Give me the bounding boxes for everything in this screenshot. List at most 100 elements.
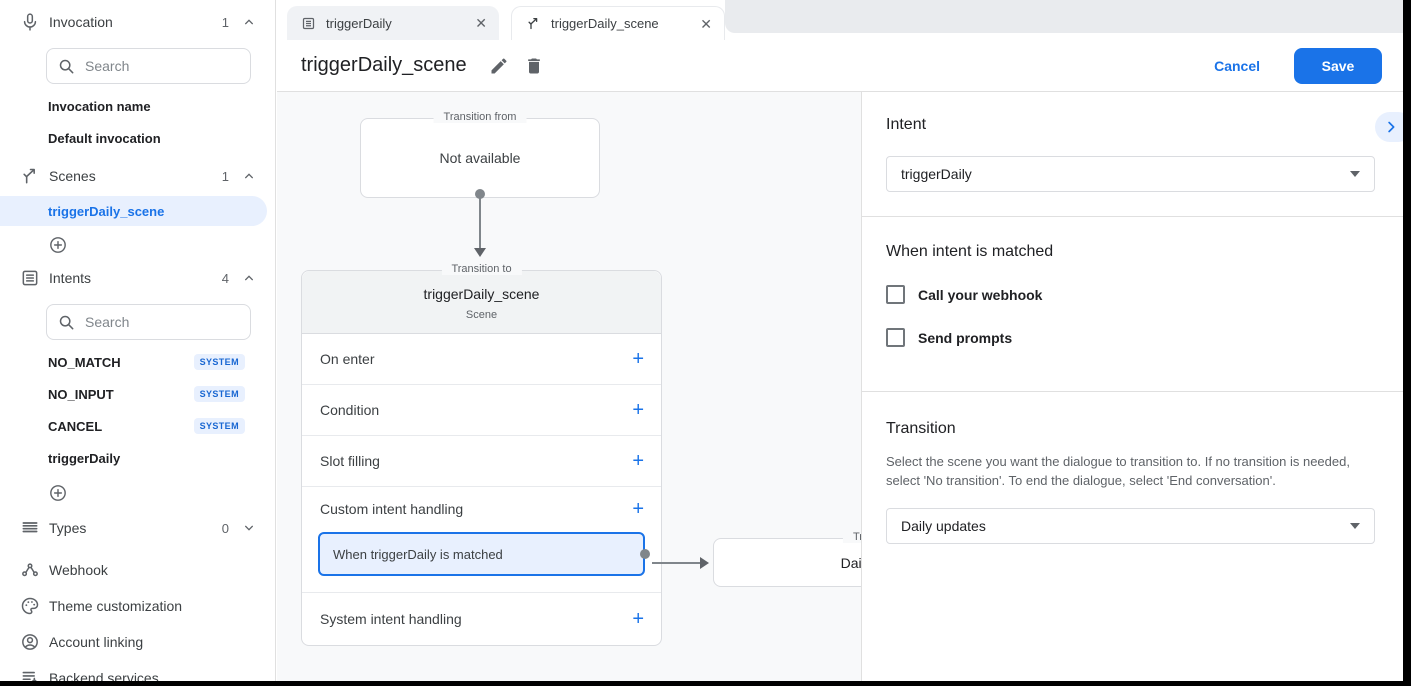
add-slot-filling-button[interactable]: + [632,450,644,472]
node-label: When triggerDaily is matched [333,546,503,562]
add-system-intent-button[interactable]: + [632,608,644,630]
send-prompts-option[interactable]: Send prompts [886,328,1375,347]
section-count: 1 [221,168,229,184]
transition-select[interactable]: Daily updates [886,508,1375,544]
chevron-up-icon[interactable] [241,270,257,286]
close-icon[interactable]: ✕ [700,15,712,32]
matched-heading: When intent is matched [886,243,1054,260]
transition-heading: Transition [886,420,956,437]
scene-card-title: triggerDaily_scene [423,286,540,302]
save-button[interactable]: Save [1294,47,1382,84]
scene-node-card: Transition to triggerDaily_scene Scene O… [301,263,662,646]
microphone-icon [20,12,40,32]
checkbox-label: Call your webhook [918,286,1043,303]
transition-target-box[interactable]: Transition to Daily updates [713,531,861,587]
tool-label: Theme customization [49,598,183,614]
sidebar-section-scenes[interactable]: Scenes 1 [0,162,275,190]
transition-from-value: Not available [439,150,521,166]
sidebar-item-webhook[interactable]: Webhook [0,552,275,588]
tab-label: triggerDaily_scene [551,16,659,31]
scene-fork-icon [526,16,541,31]
tab-triggerdaily[interactable]: triggerDaily ✕ [287,6,499,40]
sidebar-item-cancel-intent[interactable]: CANCEL SYSTEM [0,410,275,442]
scene-row-slot-filling[interactable]: Slot filling + [302,436,661,487]
custom-intent-row[interactable]: Custom intent handling + [302,487,661,531]
intent-heading: Intent [886,116,927,133]
intent-select-value: triggerDaily [901,166,972,182]
scene-row-on-enter[interactable]: On enter + [302,334,661,385]
search-input[interactable] [46,48,251,84]
section-count: 4 [221,270,229,286]
intent-handler-node-selected[interactable]: When triggerDaily is matched [318,532,650,576]
delete-trash-icon[interactable] [524,56,544,76]
sidebar-item-no-input[interactable]: NO_INPUT SYSTEM [0,378,275,410]
types-lines-icon [20,518,40,538]
section-label: Scenes [49,168,96,184]
transition-target-legend: Transition to [842,531,861,543]
checkbox-unchecked[interactable] [886,328,905,347]
row-label: Custom intent handling [320,501,464,517]
edit-pencil-icon[interactable] [489,56,509,76]
sidebar-item-invocation-name[interactable]: Invocation name [0,90,275,122]
tab-strip: triggerDaily ✕ triggerDaily_scene ✕ [277,0,1403,40]
close-icon[interactable]: ✕ [475,15,487,31]
scene-card-header[interactable]: triggerDaily_scene Scene [302,271,661,334]
item-label: triggerDaily_scene [48,203,165,219]
intents-list-icon [20,268,40,288]
checkbox-label: Send prompts [918,329,1013,346]
palette-icon [20,596,40,616]
call-webhook-option[interactable]: Call your webhook [886,285,1375,304]
tool-label: Webhook [49,562,108,578]
chevron-down-icon[interactable] [241,520,257,536]
sidebar-item-triggerdaily-scene[interactable]: triggerDaily_scene [0,196,267,226]
sidebar-item-triggerdaily-intent[interactable]: triggerDaily [0,442,275,474]
invocation-search [46,48,251,84]
backend-services-icon [20,668,40,681]
transition-section: Transition Select the scene you want the… [862,392,1403,544]
add-scene-button[interactable] [0,234,275,256]
add-custom-intent-button[interactable]: + [632,498,644,520]
section-label: Types [49,520,87,536]
transition-target-value: Daily updates [840,554,861,571]
add-intent-button[interactable] [0,482,275,504]
sidebar: Invocation 1 Invocation name Default inv… [0,0,276,681]
item-label: Invocation name [48,98,151,114]
intent-section: Intent triggerDaily [862,92,1403,217]
sidebar-item-theme-customization[interactable]: Theme customization [0,588,275,624]
item-label: CANCEL [48,418,103,434]
system-badge: SYSTEM [193,354,245,370]
sidebar-item-no-match[interactable]: NO_MATCH SYSTEM [0,346,275,378]
item-label: NO_INPUT [48,386,114,402]
scene-fork-icon [20,166,40,186]
row-label: System intent handling [320,611,462,627]
row-label: Slot filling [320,453,380,469]
collapse-panel-button[interactable] [1375,112,1403,142]
sidebar-section-types[interactable]: Types 0 [0,514,275,542]
add-condition-button[interactable]: + [632,399,644,421]
sidebar-item-backend-services[interactable]: Backend services [0,660,275,681]
node-connector-dot [640,549,650,559]
sidebar-section-invocation[interactable]: Invocation 1 [0,8,275,36]
sidebar-section-intents[interactable]: Intents 4 [0,264,275,292]
chevron-up-icon[interactable] [241,14,257,30]
intent-select[interactable]: triggerDaily [886,156,1375,192]
tool-label: Backend services [49,670,159,681]
cancel-button[interactable]: Cancel [1214,57,1260,74]
connector-arrow-down [474,248,486,257]
scene-row-condition[interactable]: Condition + [302,385,661,436]
tab-strip-filler [725,0,1403,33]
sidebar-item-account-linking[interactable]: Account linking [0,624,275,660]
chevron-up-icon[interactable] [241,168,257,184]
sidebar-item-default-invocation[interactable]: Default invocation [0,122,275,154]
search-input[interactable] [46,304,251,340]
search-icon [56,56,76,76]
scene-canvas: Transition from Not available Transition… [277,92,861,681]
scene-header: triggerDaily_scene Cancel Save [277,40,1403,92]
checkbox-unchecked[interactable] [886,285,905,304]
add-on-enter-button[interactable]: + [632,348,644,370]
scene-row-system-intent-handling[interactable]: System intent handling + [302,593,661,645]
item-label: NO_MATCH [48,354,121,370]
tab-triggerdaily-scene[interactable]: triggerDaily_scene ✕ [511,6,725,40]
dropdown-caret-icon [1350,171,1360,177]
dropdown-caret-icon [1350,523,1360,529]
